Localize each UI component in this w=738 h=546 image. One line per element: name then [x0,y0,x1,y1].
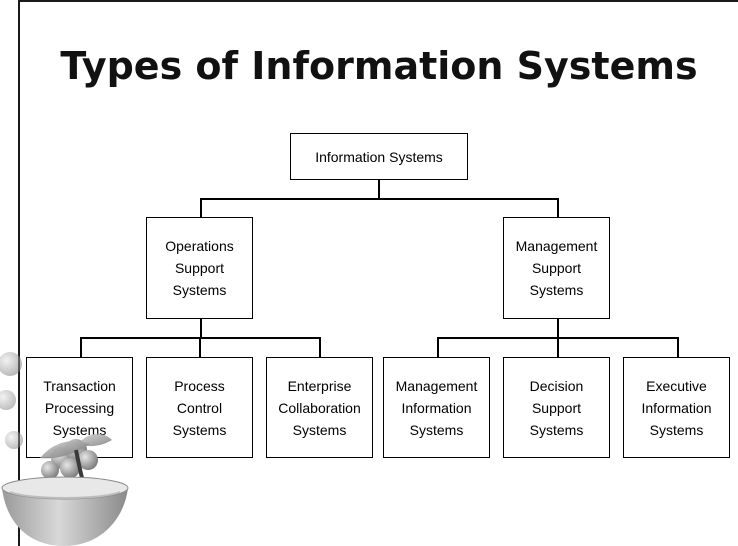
connector-management-down [557,318,559,338]
connector-to-enterprise [319,337,321,357]
bowl-with-fruit-illustration-icon [0,352,129,546]
node-process-control-systems: Process Control Systems [146,357,253,458]
connector-to-operations [200,198,202,217]
connector-root-down [378,179,380,199]
node-management-support-systems: Management Support Systems [503,217,610,319]
node-executive-information-systems: Executive Information Systems [623,357,730,458]
node-management-information-systems: Management Information Systems [383,357,490,458]
connector-operations-down [200,318,202,338]
node-decision-support-systems: Decision Support Systems [503,357,610,458]
node-enterprise-collaboration-systems: Enterprise Collaboration Systems [266,357,373,458]
slide-title: Types of Information Systems [60,44,698,88]
node-operations-support-systems: Operations Support Systems [146,217,253,319]
connector-to-process [199,337,201,357]
connector-to-executive [677,337,679,357]
connector-to-mis [437,337,439,357]
slide-frame-top-border [18,0,738,2]
connector-to-transaction [80,337,82,357]
connector-to-decision [557,337,559,357]
connector-to-management [557,198,559,217]
node-information-systems: Information Systems [290,133,468,180]
connector-level1-horizontal [200,198,558,200]
slide-frame-left-border [18,0,20,546]
